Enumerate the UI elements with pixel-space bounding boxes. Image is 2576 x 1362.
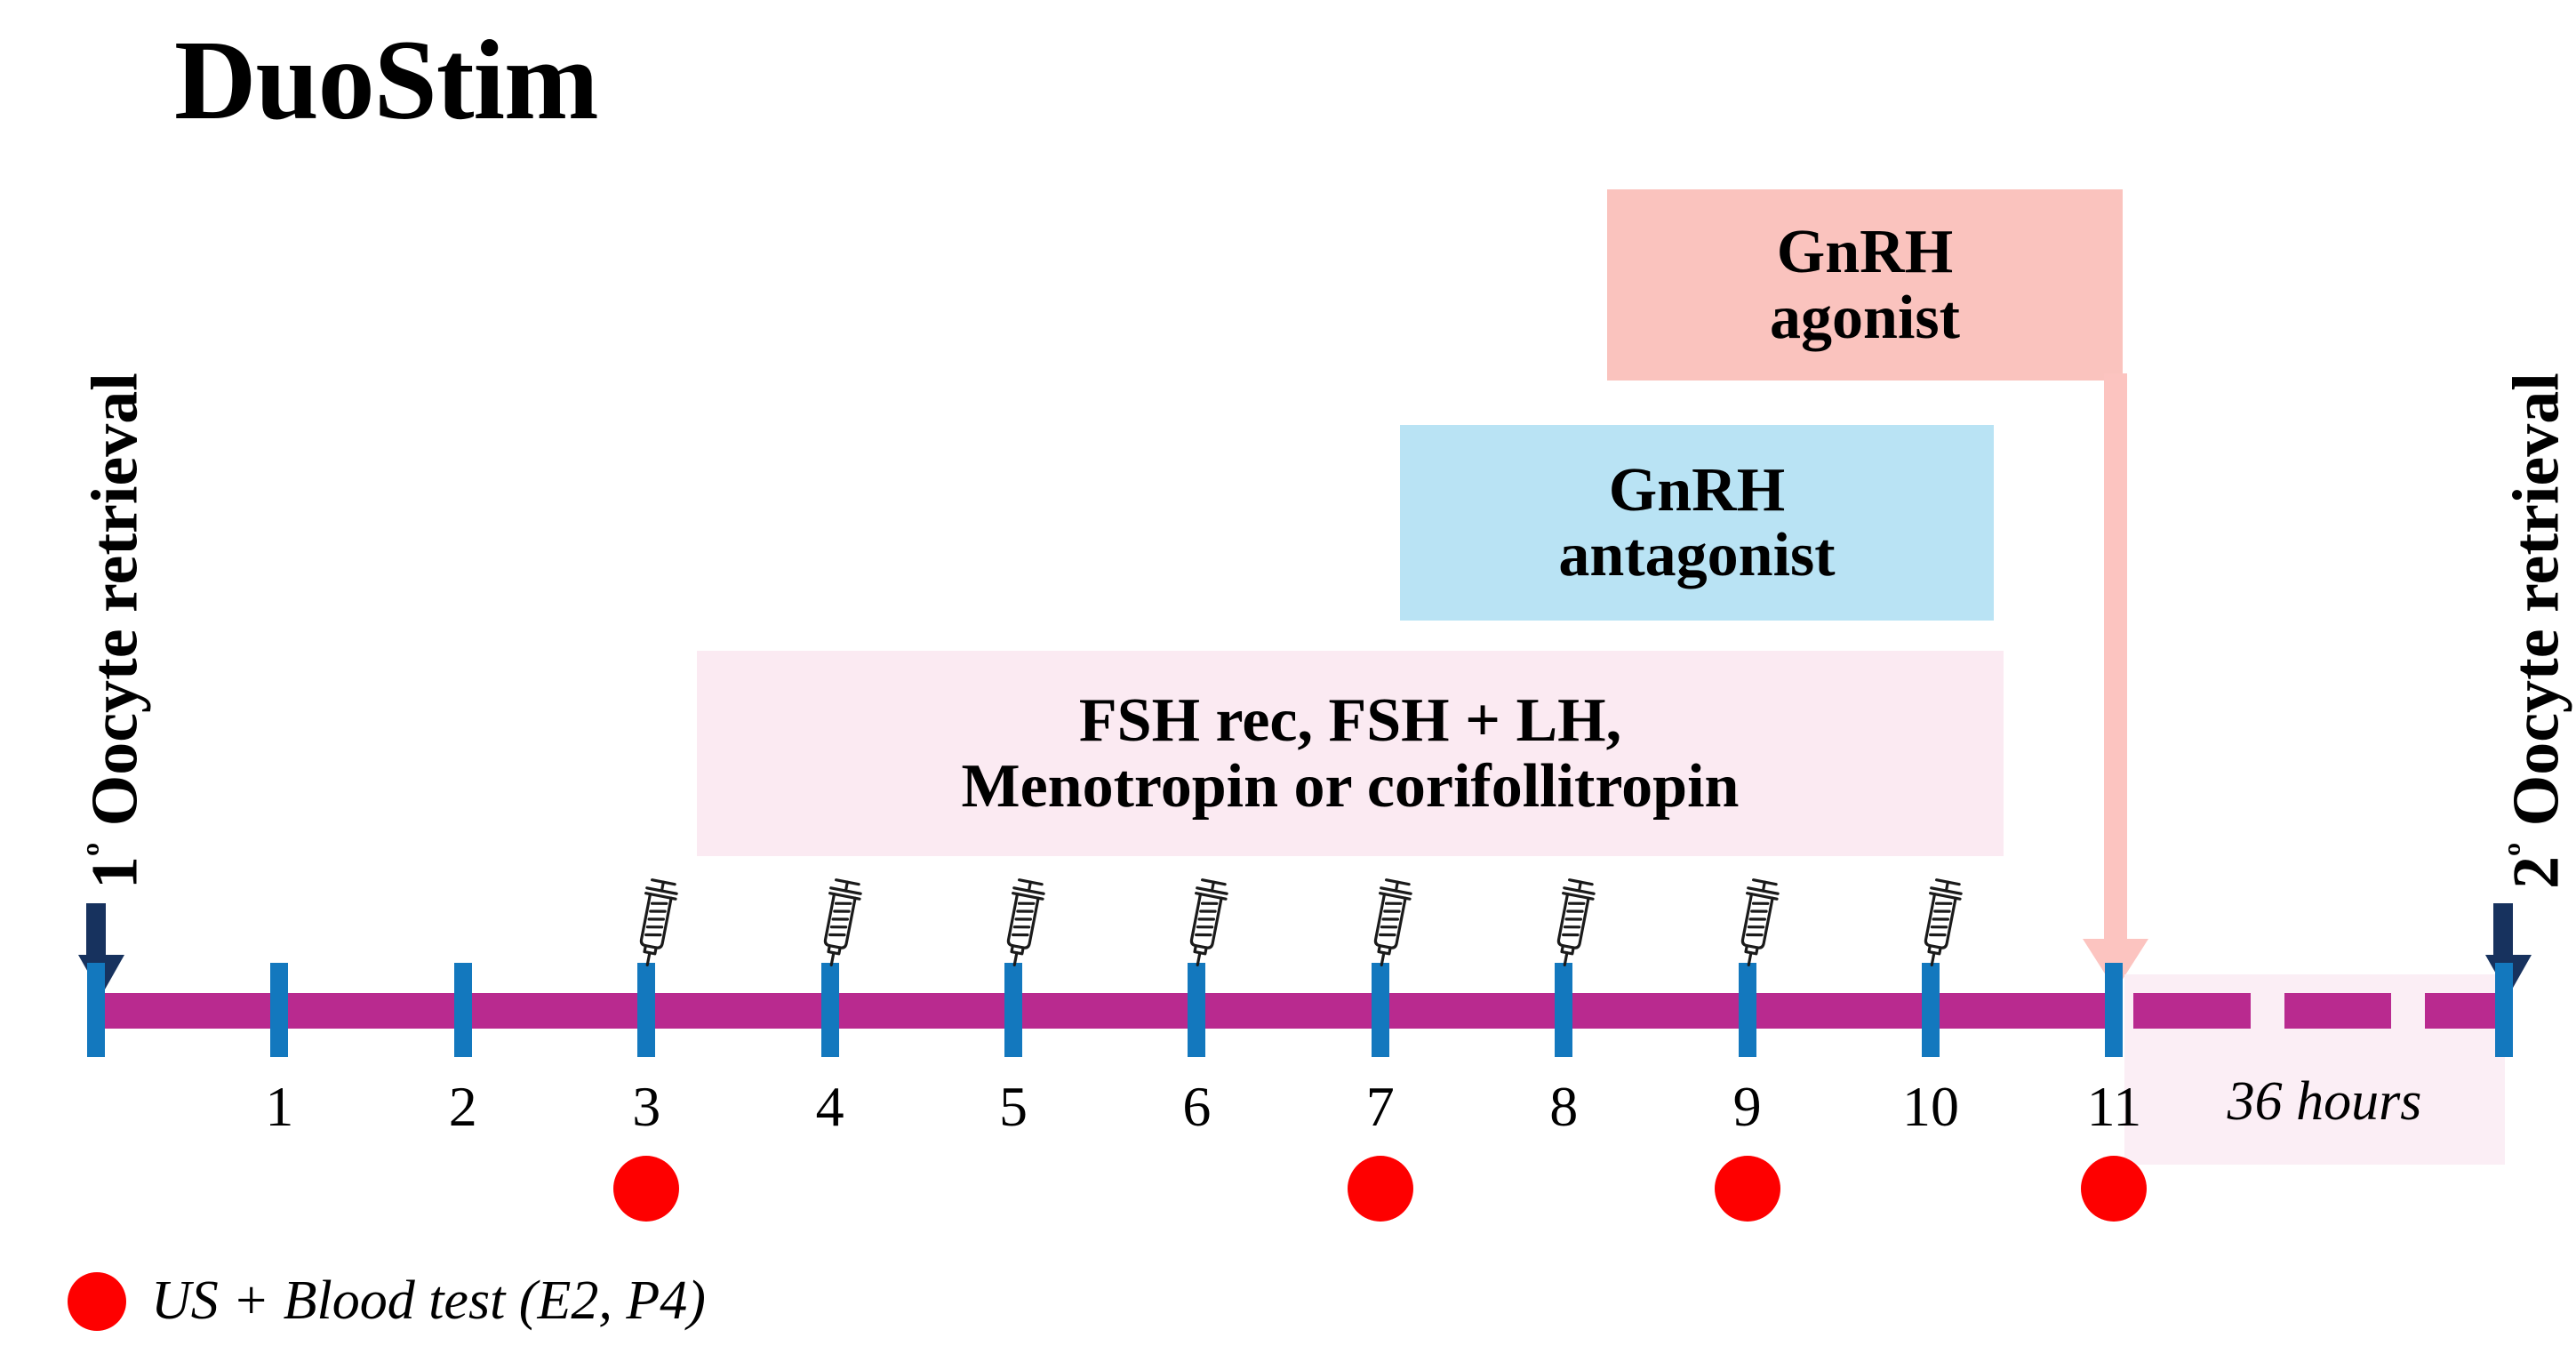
timeline-tick-start	[87, 963, 105, 1057]
day-label-3: 3	[632, 1075, 661, 1138]
syringe-icon-day-9	[1723, 874, 1788, 967]
stimulation-line1: FSH rec, FSH + LH,	[1078, 686, 1622, 755]
timeline-tick-day-1	[270, 963, 289, 1057]
interval-label: 36 hours	[2227, 1071, 2422, 1132]
right-oocyte-retrieval-text: Oocyte retrieval	[2500, 373, 2573, 843]
timeline-tick-day-11	[2105, 963, 2124, 1057]
day-label-7: 7	[1365, 1075, 1395, 1138]
timeline-tick-day-4	[820, 963, 839, 1057]
timeline-tick-day-8	[1555, 963, 1573, 1057]
gnrh-antagonist-box: GnRH antagonist	[1400, 425, 1994, 621]
syringe-icon-day-4	[805, 874, 871, 967]
syringe-icon-day-3	[621, 874, 687, 967]
monitoring-dot-day-9	[1714, 1156, 1780, 1222]
monitoring-dot-day-3	[613, 1156, 680, 1222]
timeline-tick-day-7	[1371, 963, 1389, 1057]
monitoring-dot-day-7	[1347, 1156, 1413, 1222]
day-label-11: 11	[2086, 1075, 2142, 1138]
legend: US + Blood test (E2, P4)	[68, 1270, 706, 1333]
timeline-tick-day-2	[453, 963, 472, 1057]
day-label-8: 8	[1549, 1075, 1579, 1138]
syringe-icon-day-8	[1539, 874, 1604, 967]
arrow-shaft	[2104, 373, 2127, 939]
left-oocyte-retrieval-label: 1º Oocyte retrieval	[77, 373, 152, 889]
gnrh-antagonist-line1: GnRH	[1608, 455, 1786, 525]
day-label-4: 4	[815, 1075, 844, 1138]
gnrh-agonist-trigger-arrow-icon	[2080, 373, 2151, 990]
gnrh-antagonist-line2: antagonist	[1558, 521, 1836, 589]
gnrh-agonist-line2: agonist	[1770, 283, 1960, 352]
day-label-1: 1	[265, 1075, 294, 1138]
left-oocyte-retrieval-prefix: 1	[78, 856, 152, 889]
timeline-tick-day-5	[1004, 963, 1022, 1057]
day-label-2: 2	[448, 1075, 477, 1138]
timeline-tick-day-9	[1738, 963, 1756, 1057]
timeline-dash-segment	[2284, 993, 2391, 1029]
day-label-10: 10	[1902, 1075, 1959, 1138]
syringe-icon-day-5	[988, 874, 1054, 967]
syringe-icon-day-7	[1356, 874, 1421, 967]
timeline-bar	[96, 993, 2114, 1029]
timeline-tick-day-3	[637, 963, 656, 1057]
timeline-tick-day-6	[1188, 963, 1206, 1057]
page-title: DuoStim	[174, 17, 599, 143]
left-oocyte-retrieval-text: Oocyte retrieval	[78, 373, 152, 843]
arrow-shaft	[2493, 903, 2513, 955]
day-label-9: 9	[1732, 1075, 1762, 1138]
gnrh-agonist-box: GnRH agonist	[1607, 189, 2123, 381]
right-oocyte-retrieval-label: 2º Oocyte retrieval	[2499, 373, 2573, 889]
timeline-dash-segment	[2425, 993, 2507, 1029]
day-label-5: 5	[999, 1075, 1028, 1138]
syringe-icon-day-10	[1906, 874, 1972, 967]
timeline-dash-segment	[2133, 993, 2251, 1029]
day-label-6: 6	[1182, 1075, 1212, 1138]
syringe-icon-day-6	[1172, 874, 1237, 967]
right-oocyte-retrieval-prefix: 2	[2500, 856, 2573, 889]
red-dot-icon	[68, 1271, 126, 1331]
gnrh-agonist-line1: GnRH	[1776, 218, 1954, 286]
monitoring-dot-day-11	[2081, 1156, 2148, 1222]
stimulation-drugs-box: FSH rec, FSH + LH, Menotropin or corifol…	[697, 651, 2004, 856]
timeline-tick-end	[2495, 963, 2513, 1057]
arrow-shaft	[86, 903, 106, 955]
right-oocyte-retrieval-ordinal: º	[2499, 842, 2544, 856]
legend-label: US + Blood test (E2, P4)	[151, 1270, 706, 1331]
timeline-tick-day-10	[1922, 963, 1940, 1057]
stimulation-line2: Menotropin or corifollitropin	[961, 751, 1740, 821]
left-oocyte-retrieval-ordinal: º	[77, 842, 123, 856]
